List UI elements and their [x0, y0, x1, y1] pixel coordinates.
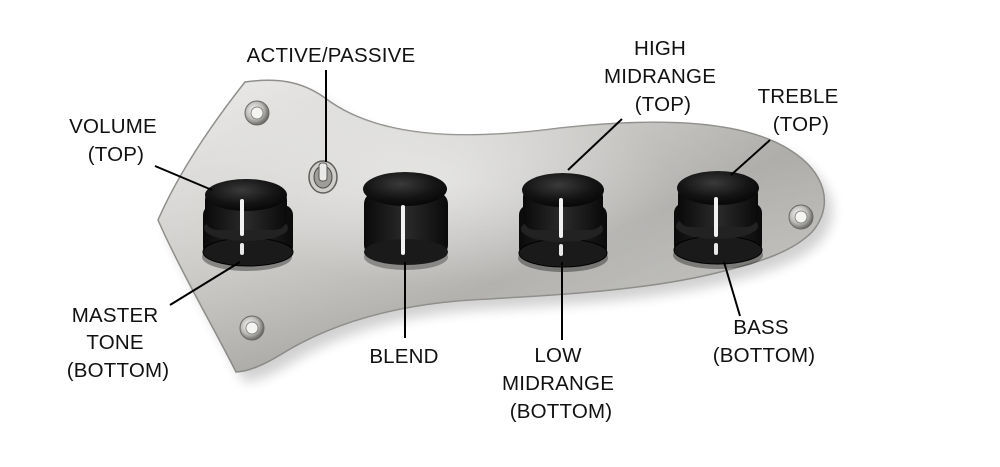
label-low-midrange: LOW MIDRANGE (BOTTOM): [502, 344, 620, 423]
label-treble: TREBLE (TOP): [758, 85, 845, 136]
label-master-tone: MASTER TONE (BOTTOM): [67, 304, 170, 382]
label-volume: VOLUME (TOP): [69, 115, 163, 166]
label-bass: BASS (BOTTOM): [713, 316, 816, 367]
active-passive-toggle-switch[interactable]: [309, 161, 337, 193]
volume-master-tone-knob[interactable]: [202, 179, 293, 271]
label-high-midrange: HIGH MIDRANGE (TOP): [604, 37, 722, 116]
midrange-knob[interactable]: [518, 173, 608, 272]
treble-bass-knob[interactable]: [673, 171, 763, 269]
label-blend: BLEND: [369, 345, 438, 368]
screw-top-left: [245, 101, 269, 125]
screw-bottom-left: [240, 316, 264, 340]
blend-knob[interactable]: [363, 172, 448, 270]
label-active-passive: ACTIVE/PASSIVE: [247, 44, 416, 67]
screw-right: [789, 205, 813, 229]
